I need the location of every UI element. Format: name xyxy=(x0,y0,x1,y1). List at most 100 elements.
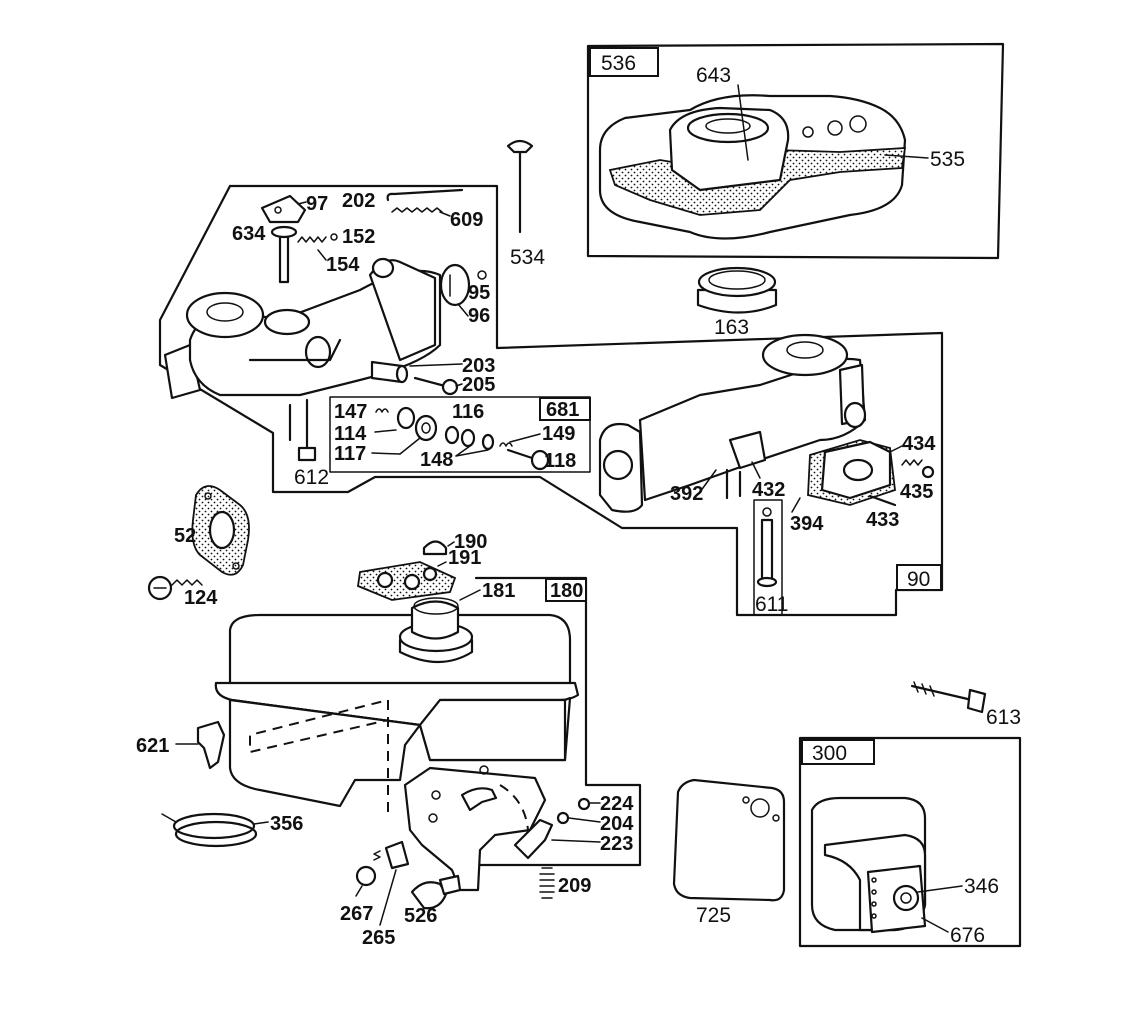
seal-163-inner xyxy=(708,270,766,290)
label-52: 52 xyxy=(174,525,196,547)
carb-boss xyxy=(371,257,395,279)
label-box-681 xyxy=(539,397,591,421)
leader-643 xyxy=(737,84,749,161)
bracket-hidden-edge xyxy=(499,784,529,831)
label-152: 152 xyxy=(342,226,375,248)
label-147: 147 xyxy=(334,401,367,423)
pin-433 xyxy=(868,494,897,507)
leader-432 xyxy=(751,461,761,479)
lever-223 xyxy=(513,818,554,860)
leader-154 xyxy=(317,249,327,261)
leader-191 xyxy=(437,561,447,567)
label-725: 725 xyxy=(696,904,731,927)
washer-152 xyxy=(330,233,338,241)
tube-203-end xyxy=(395,364,409,384)
spring-209: 209 xyxy=(539,867,591,899)
leader-96 xyxy=(457,303,469,317)
spring-609 xyxy=(391,207,443,213)
label-149: 149 xyxy=(542,423,575,445)
label-114: 114 xyxy=(334,423,367,445)
screw-124: 124 xyxy=(147,575,218,609)
tank-bracket xyxy=(403,766,547,892)
plate-dot-3 xyxy=(871,901,877,907)
oring-148 xyxy=(481,433,495,451)
label-209: 209 xyxy=(558,875,591,897)
label-117: 117 xyxy=(334,443,366,465)
group-300-outline xyxy=(798,736,1022,948)
group-681-outline xyxy=(329,396,591,473)
label-676: 676 xyxy=(950,924,985,947)
bolt-613-shank xyxy=(910,684,974,702)
leader-676 xyxy=(921,917,949,933)
bolt-613-head xyxy=(966,688,987,714)
ring-356-bottom xyxy=(174,820,258,848)
leader-392 xyxy=(699,469,717,493)
tube-611-top xyxy=(762,507,772,517)
clip-621-body xyxy=(196,720,226,770)
label-435: 435 xyxy=(900,481,933,503)
label-267: 267 xyxy=(340,903,373,925)
label-box-180 xyxy=(545,578,587,602)
label-154: 154 xyxy=(326,254,360,276)
leader-148 xyxy=(455,445,471,457)
muffler-group: 300 346 676 xyxy=(798,736,1022,948)
label-433: 433 xyxy=(866,509,899,531)
label-643: 643 xyxy=(696,64,731,87)
cover-ring-inner xyxy=(705,118,751,134)
label-224: 224 xyxy=(600,793,634,815)
gasket-52-hole-1 xyxy=(204,492,212,500)
carb-main-throat-inner xyxy=(786,341,824,359)
leader-190 xyxy=(447,541,455,547)
label-202: 202 xyxy=(342,190,375,212)
tank-hidden-edge xyxy=(249,698,389,812)
screw-190 xyxy=(422,540,448,556)
fuel-cap-181-rim xyxy=(413,597,459,615)
label-534: 534 xyxy=(510,246,545,269)
label-203: 203 xyxy=(462,355,495,377)
label-392: 392 xyxy=(670,483,703,505)
leader-117b xyxy=(399,437,421,455)
label-148: 148 xyxy=(420,449,453,471)
leader-265 xyxy=(379,869,397,926)
leader-205 xyxy=(455,383,463,387)
gasket-725-body xyxy=(672,778,786,902)
throttle-parts: 97 634 152 154 xyxy=(232,193,375,284)
washer-634 xyxy=(270,225,298,239)
spring-149 xyxy=(499,442,513,447)
leader-204 xyxy=(568,817,601,823)
label-95: 95 xyxy=(468,282,490,304)
pump-chamber xyxy=(842,458,874,482)
gasket-52: 52 xyxy=(174,485,250,576)
lever-97-hole xyxy=(274,206,282,214)
screw-346 xyxy=(900,892,912,904)
label-536: 536 xyxy=(601,52,636,75)
tank-lower xyxy=(228,698,422,808)
label-96: 96 xyxy=(468,305,490,327)
gasket-725-port xyxy=(750,798,770,818)
label-612: 612 xyxy=(294,466,329,489)
label-621: 621 xyxy=(136,735,169,757)
gasket-725-hole-1 xyxy=(742,796,750,804)
choke-valve: 95 96 xyxy=(439,263,490,327)
cover-hole-1 xyxy=(827,120,843,136)
leader-609 xyxy=(439,211,451,217)
screw-95 xyxy=(477,270,487,280)
bracket-slot xyxy=(460,787,498,812)
label-191: 191 xyxy=(448,547,481,569)
leader-434 xyxy=(889,445,903,453)
leader-181 xyxy=(459,589,481,601)
cover-ring xyxy=(686,112,770,144)
fuel-cap-181-top xyxy=(410,600,460,640)
label-205: 205 xyxy=(462,374,495,396)
label-box-90 xyxy=(896,564,942,591)
label-124: 124 xyxy=(184,587,218,609)
ring-356-end xyxy=(161,813,177,823)
label-118: 118 xyxy=(544,450,576,472)
lower-fasteners: 267 265 526 xyxy=(340,840,462,949)
seat-117 xyxy=(414,414,438,442)
label-609: 609 xyxy=(450,209,483,231)
group-536-outline xyxy=(586,42,1005,260)
gasket-725: 725 xyxy=(672,778,786,927)
bolt-612-head xyxy=(297,446,317,462)
clip-265 xyxy=(384,840,410,870)
